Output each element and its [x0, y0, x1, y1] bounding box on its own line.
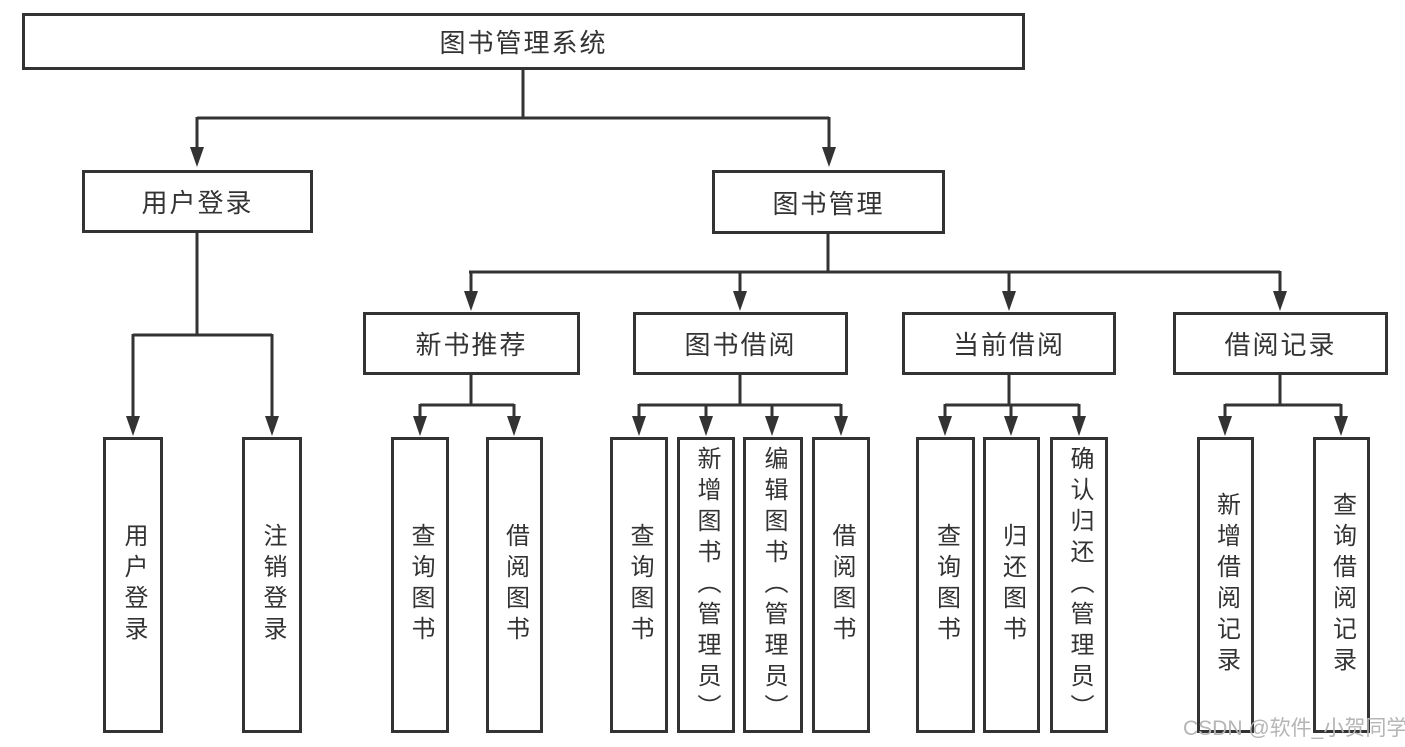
node-leaf-add-books-admin: 新增图书（管理员）: [677, 437, 735, 733]
node-leaf-borrow-books-recommend: 借阅图书: [486, 437, 543, 733]
node-leaf-user-login: 用户登录: [103, 437, 163, 733]
node-label: 编辑图书（管理员）: [760, 445, 787, 725]
node-label: 借阅记录: [1224, 330, 1337, 360]
node-label: 用户登录: [120, 523, 147, 647]
node-label: 借阅图书: [501, 523, 529, 647]
node-label: 借阅图书: [828, 523, 855, 647]
node-leaf-query-books-recommend: 查询图书: [391, 437, 449, 733]
node-leaf-logout: 注销登录: [242, 437, 302, 733]
node-leaf-query-books-borrow: 查询图书: [610, 437, 668, 733]
node-label: 查询图书: [626, 523, 653, 647]
csdn-watermark: CSDN @软件_小贺同学: [1183, 717, 1405, 740]
node-new-book-recommendation: 新书推荐: [363, 312, 580, 375]
node-label: 新增借阅记录: [1212, 492, 1240, 678]
node-leaf-borrow-books: 借阅图书: [812, 437, 870, 733]
node-leaf-add-borrow-record: 新增借阅记录: [1197, 437, 1254, 733]
node-book-management: 图书管理: [712, 170, 945, 234]
node-label: 新书推荐: [415, 330, 528, 360]
node-label: 图书管理: [772, 188, 885, 219]
arrowheads: [126, 147, 1348, 436]
node-label: 确认归还（管理员）: [1066, 445, 1093, 725]
node-label: 当前借阅: [952, 330, 1065, 360]
node-leaf-edit-books-admin: 编辑图书（管理员）: [743, 437, 803, 733]
node-label: 注销登录: [259, 523, 286, 647]
node-label: 查询借阅记录: [1328, 492, 1356, 678]
node-leaf-query-books-current: 查询图书: [916, 437, 975, 733]
node-library-management-system: 图书管理系统: [22, 13, 1025, 70]
node-label: 图书借阅: [684, 330, 797, 360]
node-label: 查询图书: [932, 523, 960, 647]
node-leaf-return-books: 归还图书: [983, 437, 1040, 733]
node-current-borrowing: 当前借阅: [902, 312, 1116, 375]
node-label: 归还图书: [998, 523, 1026, 647]
node-label: 图书管理系统: [439, 28, 608, 58]
node-leaf-confirm-return-admin: 确认归还（管理员）: [1050, 437, 1108, 733]
node-leaf-query-borrow-record: 查询借阅记录: [1313, 437, 1370, 733]
node-book-borrowing: 图书借阅: [633, 312, 848, 375]
node-label: 用户登录: [141, 188, 254, 218]
node-label: 新增图书（管理员）: [693, 445, 720, 725]
node-user-login: 用户登录: [82, 170, 313, 233]
node-label: 查询图书: [407, 523, 434, 647]
node-borrowing-records: 借阅记录: [1173, 312, 1388, 375]
